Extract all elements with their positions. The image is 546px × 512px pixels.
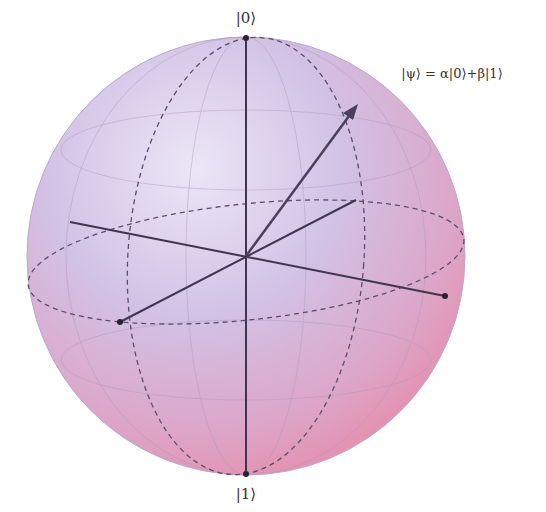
state-vector-head xyxy=(343,104,358,120)
state-label: |1⟩ xyxy=(236,485,256,503)
sphere-surface xyxy=(27,37,465,475)
grid-lines xyxy=(61,37,431,475)
great-circles xyxy=(22,29,470,482)
state-equation: |ψ⟩ = α|0⟩+β|1⟩ xyxy=(401,66,502,82)
state-vector xyxy=(246,112,352,256)
axis-points xyxy=(117,35,448,477)
axes xyxy=(70,38,445,474)
state-label: |0⟩ xyxy=(236,9,256,27)
